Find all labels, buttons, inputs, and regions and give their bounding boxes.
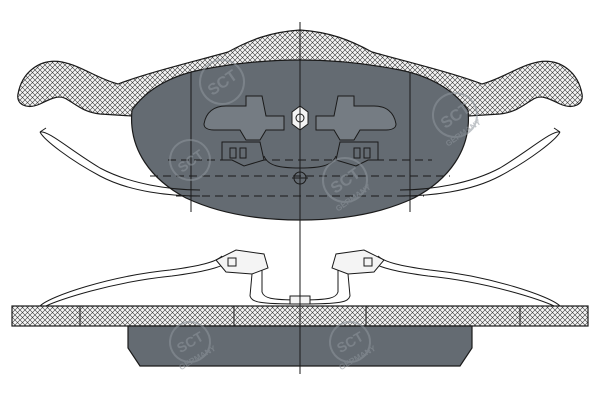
plate-dividers (79, 306, 521, 326)
spring-wire-left (39, 127, 201, 197)
clip-assembly (203, 95, 397, 185)
grooves (190, 72, 411, 212)
spring-wire-right (399, 127, 561, 197)
spring-wire-side (39, 255, 561, 307)
